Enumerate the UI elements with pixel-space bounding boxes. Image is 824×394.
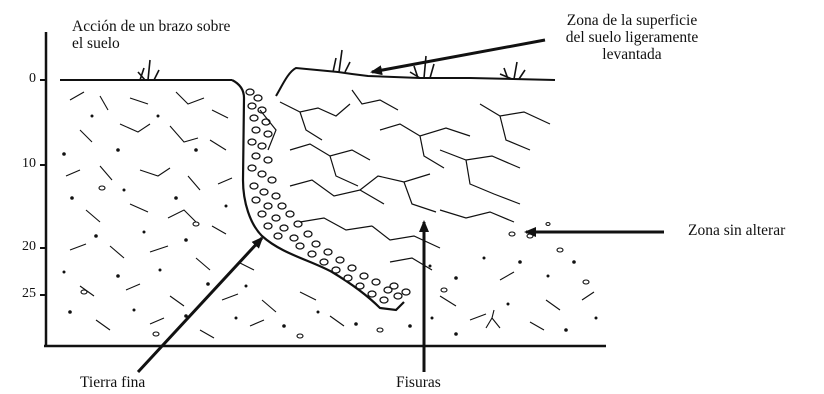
furrow-profile	[232, 80, 404, 310]
fissures	[260, 90, 550, 270]
raised-zone-line-3: levantada	[548, 46, 716, 63]
ground-surface-line	[60, 68, 555, 96]
undisturbed-zone-label: Zona sin alterar	[688, 222, 785, 239]
depth-tick-0: 0	[8, 72, 36, 86]
depth-tick-20: 20	[8, 240, 36, 254]
arm-action-line-1: Acción de un brazo sobre	[72, 18, 230, 35]
fine-soil-arrow	[138, 238, 262, 372]
soil-stones	[81, 186, 589, 338]
depth-tick-25: 25	[8, 287, 36, 301]
arm-action-label: Acción de un brazo sobre el suelo	[72, 18, 230, 52]
fine-soil-label: Tierra fina	[80, 374, 145, 391]
raised-zone-label: Zona de la superficie del suelo ligerame…	[548, 12, 716, 63]
undisturbed-soil-cracks	[66, 92, 594, 338]
raised-zone-line-1: Zona de la superficie	[548, 12, 716, 29]
arm-action-line-2: el suelo	[72, 35, 230, 52]
raised-zone-line-2: del suelo ligeramente	[548, 29, 716, 46]
depth-tick-10: 10	[8, 157, 36, 171]
soil-speckles	[62, 115, 597, 336]
fissures-label: Fisuras	[396, 374, 441, 391]
raised-zone-arrow	[372, 40, 545, 72]
